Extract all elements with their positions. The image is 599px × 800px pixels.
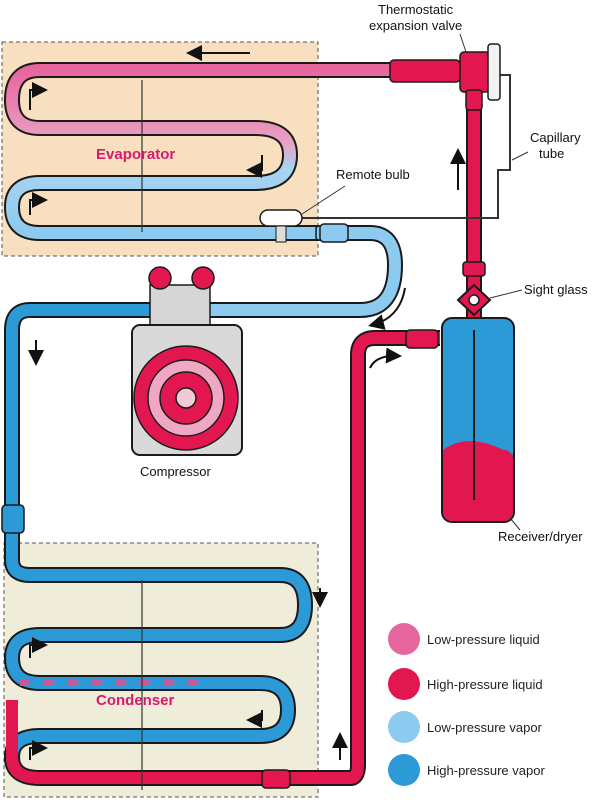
legend-swatch-low-pressure-vapor [388, 711, 420, 743]
capillary-tube [302, 74, 511, 219]
remote-bulb-leader [301, 185, 346, 215]
condenser-box [3, 542, 319, 798]
sight-glass-leader [489, 289, 523, 299]
legend-swatch-high-pressure-vapor [388, 754, 420, 786]
legend-swatch-low-pressure-liquid [388, 623, 420, 655]
receiver-dryer [441, 317, 515, 523]
discharge-line [4, 302, 340, 786]
expansion-valve-label-line2: expansion valve [369, 18, 462, 33]
condenser-inlet-fitting [1, 504, 25, 534]
legend-item: High-pressure liquid [388, 668, 543, 700]
compressor-label: Compressor [140, 464, 211, 479]
remote-bulb-label: Remote bulb [336, 167, 410, 182]
flow-arrows [28, 45, 466, 760]
receiver-dryer-leader [509, 517, 521, 531]
legend-label: Low-pressure liquid [427, 632, 540, 647]
capillary-tube-label-line2: tube [539, 146, 564, 161]
suction-line [200, 225, 404, 318]
capillary-tube-label-line1: Capillary [530, 130, 581, 145]
legend: Low-pressure liquid High-pressure liquid… [388, 623, 545, 786]
legend-item: High-pressure vapor [388, 754, 545, 786]
sight-glass-label: Sight glass [524, 282, 588, 297]
receiver-dryer-label: Receiver/dryer [498, 529, 583, 544]
expansion-valve-label-line1: Thermostatic [378, 2, 454, 17]
legend-label: Low-pressure vapor [427, 720, 543, 735]
evaporator-label: Evaporator [96, 146, 175, 163]
evaporator-coil [4, 62, 390, 241]
compressor [131, 266, 243, 456]
condenser-label: Condenser [96, 692, 175, 709]
legend-item: Low-pressure liquid [388, 623, 540, 655]
capillary-tube-leader [511, 151, 529, 161]
liquid-line-to-receiver [340, 330, 440, 786]
legend-label: High-pressure liquid [427, 677, 543, 692]
legend-label: High-pressure vapor [427, 763, 545, 778]
sight-glass [456, 261, 492, 317]
legend-swatch-high-pressure-liquid [388, 668, 420, 700]
condenser-outlet-fitting [261, 769, 291, 789]
receiver-inlet-fitting [405, 329, 439, 349]
expansion-valve [389, 43, 501, 111]
evaporator-outlet-fitting [319, 223, 349, 243]
expansion-valve-leader [459, 33, 467, 53]
legend-item: Low-pressure vapor [388, 711, 543, 743]
